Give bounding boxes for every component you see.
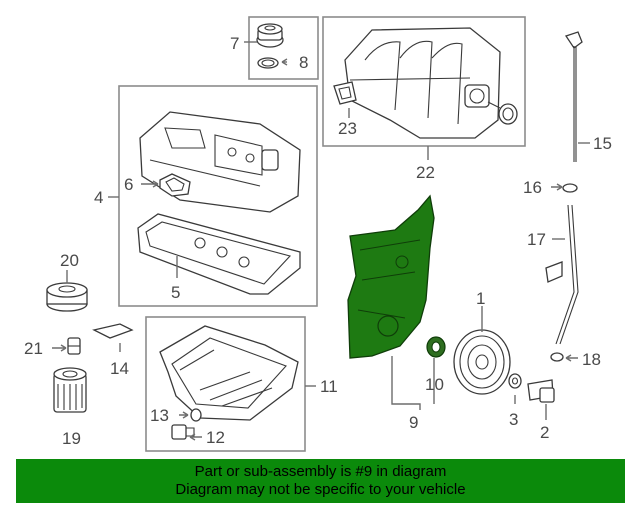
callout-13: 13 xyxy=(150,406,169,425)
oil-filler-cap xyxy=(256,23,284,48)
intake-manifold xyxy=(344,27,518,139)
callout-9: 9 xyxy=(409,413,418,432)
callout-11: 11 xyxy=(320,377,338,396)
timing-cover-highlighted xyxy=(347,194,435,359)
oil-drain-plug xyxy=(171,424,195,440)
callout-21: 21 xyxy=(24,339,43,358)
callout-16: 16 xyxy=(523,178,542,197)
dipstick-tube xyxy=(545,204,579,345)
banner-line-disclaimer: Diagram may not be specific to your vehi… xyxy=(175,481,466,498)
callout-15: 15 xyxy=(593,134,612,153)
callout-22: 22 xyxy=(416,163,435,182)
drain-plug-gasket xyxy=(190,408,202,422)
oil-filler-cap-gasket xyxy=(257,57,279,69)
oil-filter xyxy=(53,367,87,413)
leader-lines xyxy=(52,41,590,441)
valve-cover-group-box xyxy=(118,85,318,307)
oil-pan xyxy=(159,325,299,421)
dipstick-tube-o-ring xyxy=(550,352,564,362)
callout-7: 7 xyxy=(230,34,239,53)
banner-line-part: Part or sub-assembly is #9 in diagram xyxy=(194,463,447,480)
callout-5: 5 xyxy=(171,283,180,302)
oil-cooler-bracket xyxy=(92,323,134,339)
intake-manifold-group-box xyxy=(322,16,526,147)
part-notice-banner: Part or sub-assembly is #9 in diagram Di… xyxy=(16,459,625,503)
valve-cover-gasket xyxy=(137,213,301,295)
callout-1: 1 xyxy=(476,289,485,308)
valve-cover xyxy=(139,111,301,213)
callout-18: 18 xyxy=(582,350,601,369)
oil-pan-group-box xyxy=(145,316,306,452)
callout-6: 6 xyxy=(124,175,133,194)
callout-14: 14 xyxy=(110,359,129,378)
callout-2: 2 xyxy=(540,423,549,442)
callout-20: 20 xyxy=(60,251,79,270)
callout-12: 12 xyxy=(206,428,225,447)
timing-cover-seal xyxy=(426,336,446,358)
callout-4: 4 xyxy=(94,188,103,207)
pulley-washer xyxy=(508,373,522,389)
spark-plug-tube-seal xyxy=(159,173,191,197)
callout-8: 8 xyxy=(299,53,308,72)
callout-19: 19 xyxy=(62,429,81,448)
dipstick-seal xyxy=(562,183,578,193)
oil-cap-group-box xyxy=(248,16,319,80)
oil-cooler-connector xyxy=(67,337,81,355)
intake-manifold-gasket xyxy=(333,81,357,105)
callout-3: 3 xyxy=(509,410,518,429)
crankshaft-pulley xyxy=(453,329,511,395)
callout-10: 10 xyxy=(425,375,444,394)
oil-cooler xyxy=(46,282,88,312)
oil-dipstick xyxy=(564,31,583,162)
pulley-bolt xyxy=(527,379,555,403)
callout-23: 23 xyxy=(338,119,357,138)
callout-17: 17 xyxy=(527,230,546,249)
